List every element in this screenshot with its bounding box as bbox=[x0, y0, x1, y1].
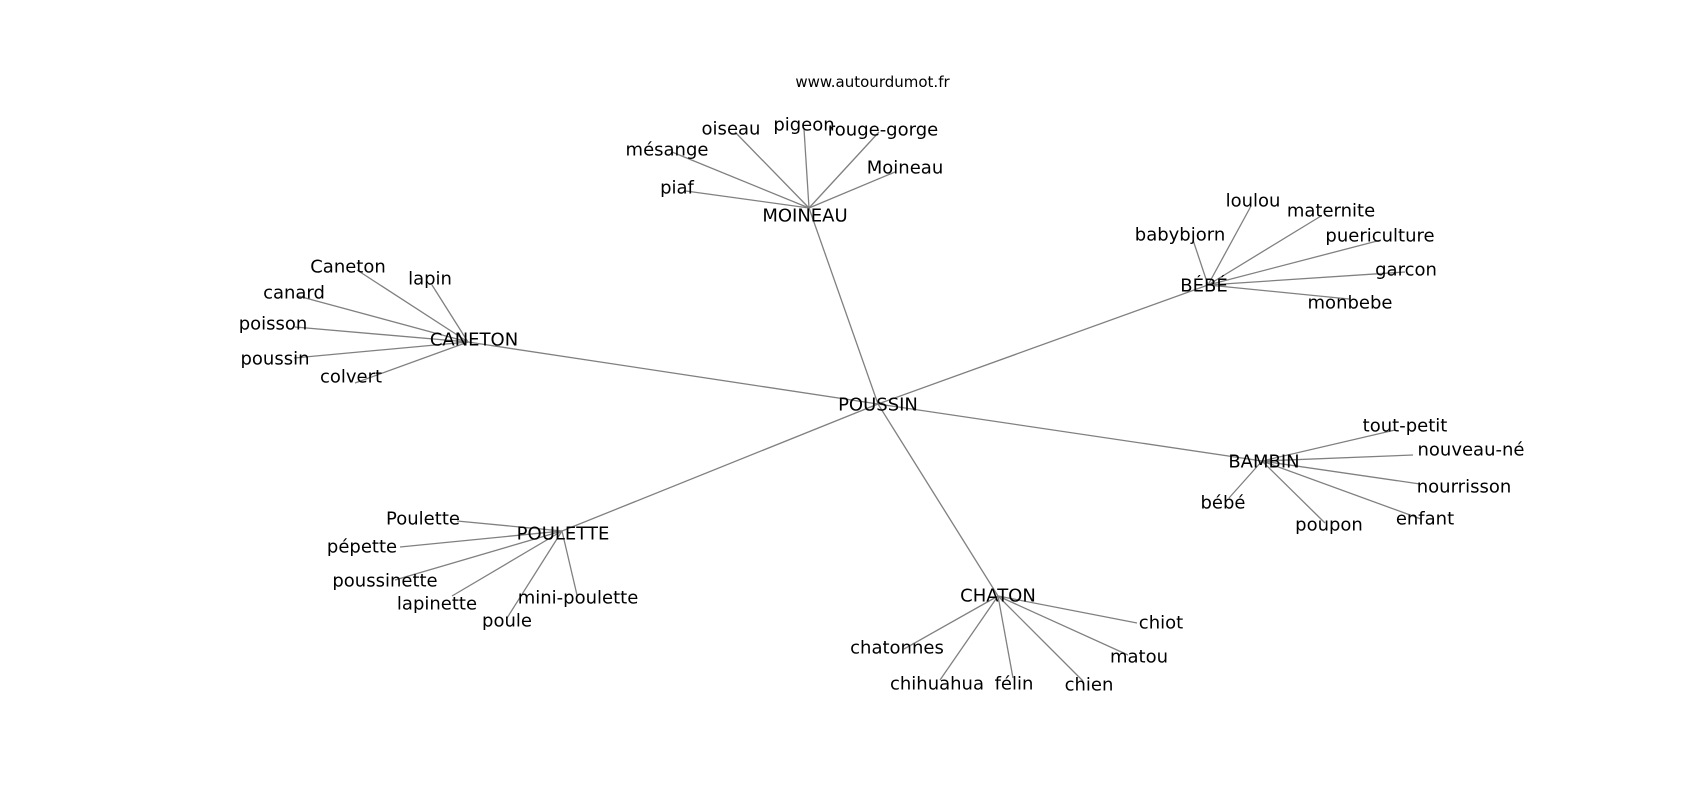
node-word-puericulture[interactable]: puericulture bbox=[1325, 225, 1434, 246]
node-word-poussinette[interactable]: poussinette bbox=[332, 570, 437, 591]
edge-moineau-pigeon bbox=[803, 128, 810, 209]
edge-bebe-loulou bbox=[1207, 205, 1252, 286]
node-word-chiot[interactable]: chiot bbox=[1139, 612, 1183, 633]
node-hub-chaton[interactable]: CHATON bbox=[960, 585, 1036, 606]
edge-caneton-poussin bbox=[293, 341, 469, 359]
node-word-chatonnes[interactable]: chatonnes bbox=[850, 637, 944, 658]
node-word-moineau[interactable]: Moineau bbox=[867, 157, 943, 178]
edge-center-bebe bbox=[877, 284, 1209, 405]
node-word-nourrisson[interactable]: nourrisson bbox=[1417, 476, 1512, 497]
node-word-rouge-gorge[interactable]: rouge-gorge bbox=[828, 119, 938, 140]
edge-poulette-poulette bbox=[456, 520, 563, 532]
node-hub-moineau[interactable]: MOINEAU bbox=[762, 205, 847, 226]
node-word-chihuahua[interactable]: chihuahua bbox=[890, 673, 984, 694]
edge-chaton-chiot bbox=[997, 595, 1138, 624]
graph-edges bbox=[293, 128, 1422, 682]
edge-bambin-enfant bbox=[1261, 460, 1422, 520]
source-watermark: www.autourdumot.fr bbox=[795, 73, 950, 91]
edge-chaton-felin bbox=[997, 595, 1014, 679]
node-word-babybjorn[interactable]: babybjorn bbox=[1135, 224, 1225, 245]
node-hub-caneton[interactable]: CANETON bbox=[430, 329, 518, 350]
node-word-mesange[interactable]: mésange bbox=[626, 139, 709, 160]
edge-bebe-garcon bbox=[1207, 271, 1406, 286]
edge-chaton-chatonnes bbox=[903, 595, 999, 650]
edge-caneton-lapin bbox=[431, 284, 469, 343]
node-word-poupon[interactable]: poupon bbox=[1295, 514, 1363, 535]
node-word-mini-poulette[interactable]: mini-poulette bbox=[518, 587, 639, 608]
edge-bambin-tout-petit bbox=[1261, 429, 1396, 462]
edge-moineau-oiseau bbox=[734, 131, 810, 209]
edge-moineau-moineau bbox=[808, 171, 896, 209]
edge-chaton-matou bbox=[997, 595, 1129, 656]
node-hub-bambin[interactable]: BAMBIN bbox=[1228, 451, 1299, 472]
edge-caneton-colvert bbox=[354, 341, 469, 384]
edge-bebe-babybjorn bbox=[1192, 239, 1209, 286]
edge-moineau-mesange bbox=[671, 151, 810, 209]
node-word-colvert[interactable]: colvert bbox=[320, 366, 382, 387]
edge-chaton-chihuahua bbox=[939, 595, 999, 681]
node-word-chien[interactable]: chien bbox=[1065, 674, 1114, 695]
edge-center-chaton bbox=[877, 403, 999, 597]
node-word-matou[interactable]: matou bbox=[1110, 646, 1168, 667]
edge-poulette-poussinette bbox=[394, 530, 563, 581]
edge-center-caneton bbox=[467, 341, 879, 405]
node-word-poisson[interactable]: poisson bbox=[239, 313, 308, 334]
edge-bambin-nourrisson bbox=[1261, 460, 1421, 485]
node-word-piaf[interactable]: piaf bbox=[660, 177, 694, 198]
node-word-lapinette[interactable]: lapinette bbox=[397, 593, 477, 614]
node-word-poussin[interactable]: poussin bbox=[240, 348, 309, 369]
edge-center-bambin bbox=[877, 403, 1263, 462]
edge-bambin-poupon bbox=[1261, 460, 1326, 524]
node-word-caneton[interactable]: Caneton bbox=[310, 256, 386, 277]
node-word-garcon[interactable]: garcon bbox=[1375, 259, 1437, 280]
edge-chaton-chien bbox=[997, 595, 1084, 682]
node-word-loulou[interactable]: loulou bbox=[1226, 190, 1281, 211]
edge-poulette-poule bbox=[506, 530, 563, 619]
edge-bambin-bebe bbox=[1228, 460, 1263, 499]
edge-caneton-caneton bbox=[356, 269, 469, 343]
edge-moineau-rouge-gorge bbox=[808, 131, 880, 209]
edge-center-poulette bbox=[561, 403, 879, 532]
node-word-pigeon[interactable]: pigeon bbox=[773, 114, 834, 135]
node-word-poulette[interactable]: Poulette bbox=[386, 508, 460, 529]
node-word-tout-petit[interactable]: tout-petit bbox=[1363, 415, 1448, 436]
edge-poulette-pepette bbox=[399, 530, 563, 548]
node-word-enfant[interactable]: enfant bbox=[1396, 508, 1454, 529]
edge-bebe-maternite bbox=[1207, 215, 1322, 286]
node-word-felin[interactable]: félin bbox=[995, 673, 1034, 694]
node-word-pepette[interactable]: pépette bbox=[327, 536, 397, 557]
edge-bambin-nouveau-ne bbox=[1261, 454, 1414, 462]
edge-bebe-puericulture bbox=[1207, 239, 1382, 286]
node-word-bebe[interactable]: bébé bbox=[1201, 492, 1246, 513]
edge-caneton-canard bbox=[297, 295, 469, 343]
node-hub-bebe[interactable]: BÉBÉ bbox=[1180, 274, 1227, 296]
node-word-canard[interactable]: canard bbox=[263, 282, 325, 303]
node-word-monbebe[interactable]: monbebe bbox=[1308, 292, 1393, 313]
node-word-poule[interactable]: poule bbox=[482, 610, 532, 631]
edge-caneton-poisson bbox=[294, 326, 469, 343]
node-word-oiseau[interactable]: oiseau bbox=[702, 118, 761, 139]
node-word-maternite[interactable]: maternite bbox=[1287, 200, 1375, 221]
edge-center-moineau bbox=[808, 207, 879, 405]
edge-poulette-mini-poulette bbox=[561, 530, 578, 596]
edge-poulette-lapinette bbox=[451, 530, 563, 597]
node-word-lapin[interactable]: lapin bbox=[408, 268, 452, 289]
node-center-poussin[interactable]: POUSSIN bbox=[838, 394, 918, 415]
node-word-nouveau-ne[interactable]: nouveau-né bbox=[1418, 439, 1525, 460]
node-hub-poulette[interactable]: POULETTE bbox=[517, 523, 610, 544]
edge-bebe-monbebe bbox=[1207, 284, 1350, 300]
edge-moineau-piaf bbox=[685, 190, 810, 209]
